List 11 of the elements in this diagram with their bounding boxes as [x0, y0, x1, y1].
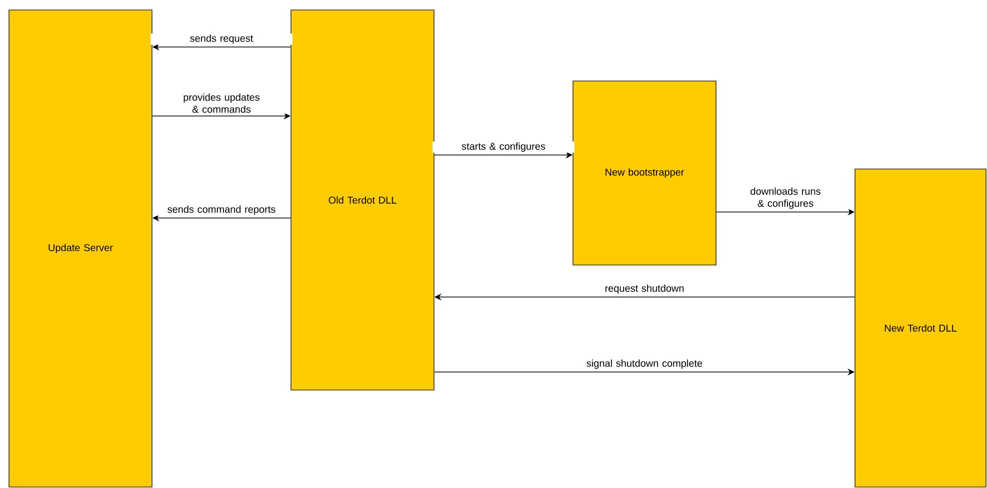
edge-label: provides updates & commands — [184, 93, 260, 113]
process-box: Update Server — [8, 10, 152, 488]
edge-label: request shutdown — [605, 284, 684, 294]
process-box: Old Terdot DLL — [290, 10, 434, 390]
edge-label: signal shutdown complete — [586, 359, 702, 369]
edge-label: starts & configures — [462, 142, 546, 152]
process-box: New bootstrapper — [572, 80, 716, 266]
edge-label: sends request — [190, 34, 254, 44]
process-box: New Terdot DLL — [854, 168, 986, 488]
edge-label: sends command reports — [168, 205, 276, 215]
edge-label: downloads runs & configures — [750, 187, 820, 209]
